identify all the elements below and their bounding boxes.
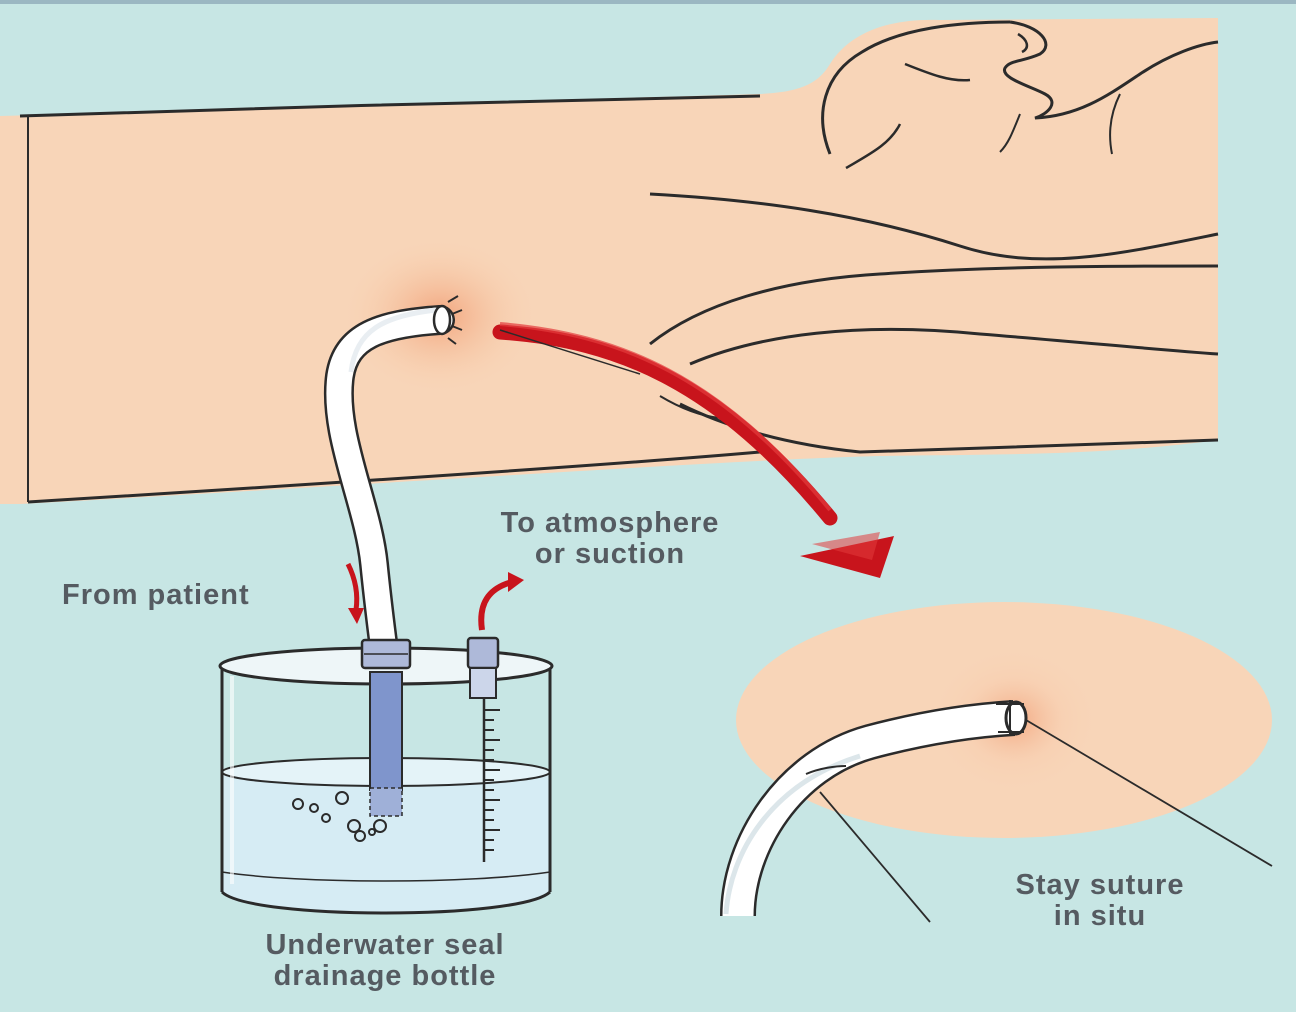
suture-label: Stay suture in situ: [960, 870, 1240, 932]
from-patient-label: From patient: [62, 580, 342, 611]
from-patient-label-text: From patient: [62, 580, 342, 611]
bottle-label-line1: Underwater seal: [200, 930, 570, 961]
red-arrow-up-icon: [481, 572, 524, 630]
suture-label-line1: Stay suture: [960, 870, 1240, 901]
suture-label-line2: in situ: [960, 901, 1240, 932]
bottle-label: Underwater seal drainage bottle: [200, 930, 570, 992]
atmosphere-label-line1: To atmosphere: [440, 508, 780, 539]
drainage-bottle: [220, 638, 552, 914]
atmosphere-label: To atmosphere or suction: [440, 508, 780, 570]
atmosphere-label-line2: or suction: [440, 539, 780, 570]
bottle-label-line2: drainage bottle: [200, 961, 570, 992]
